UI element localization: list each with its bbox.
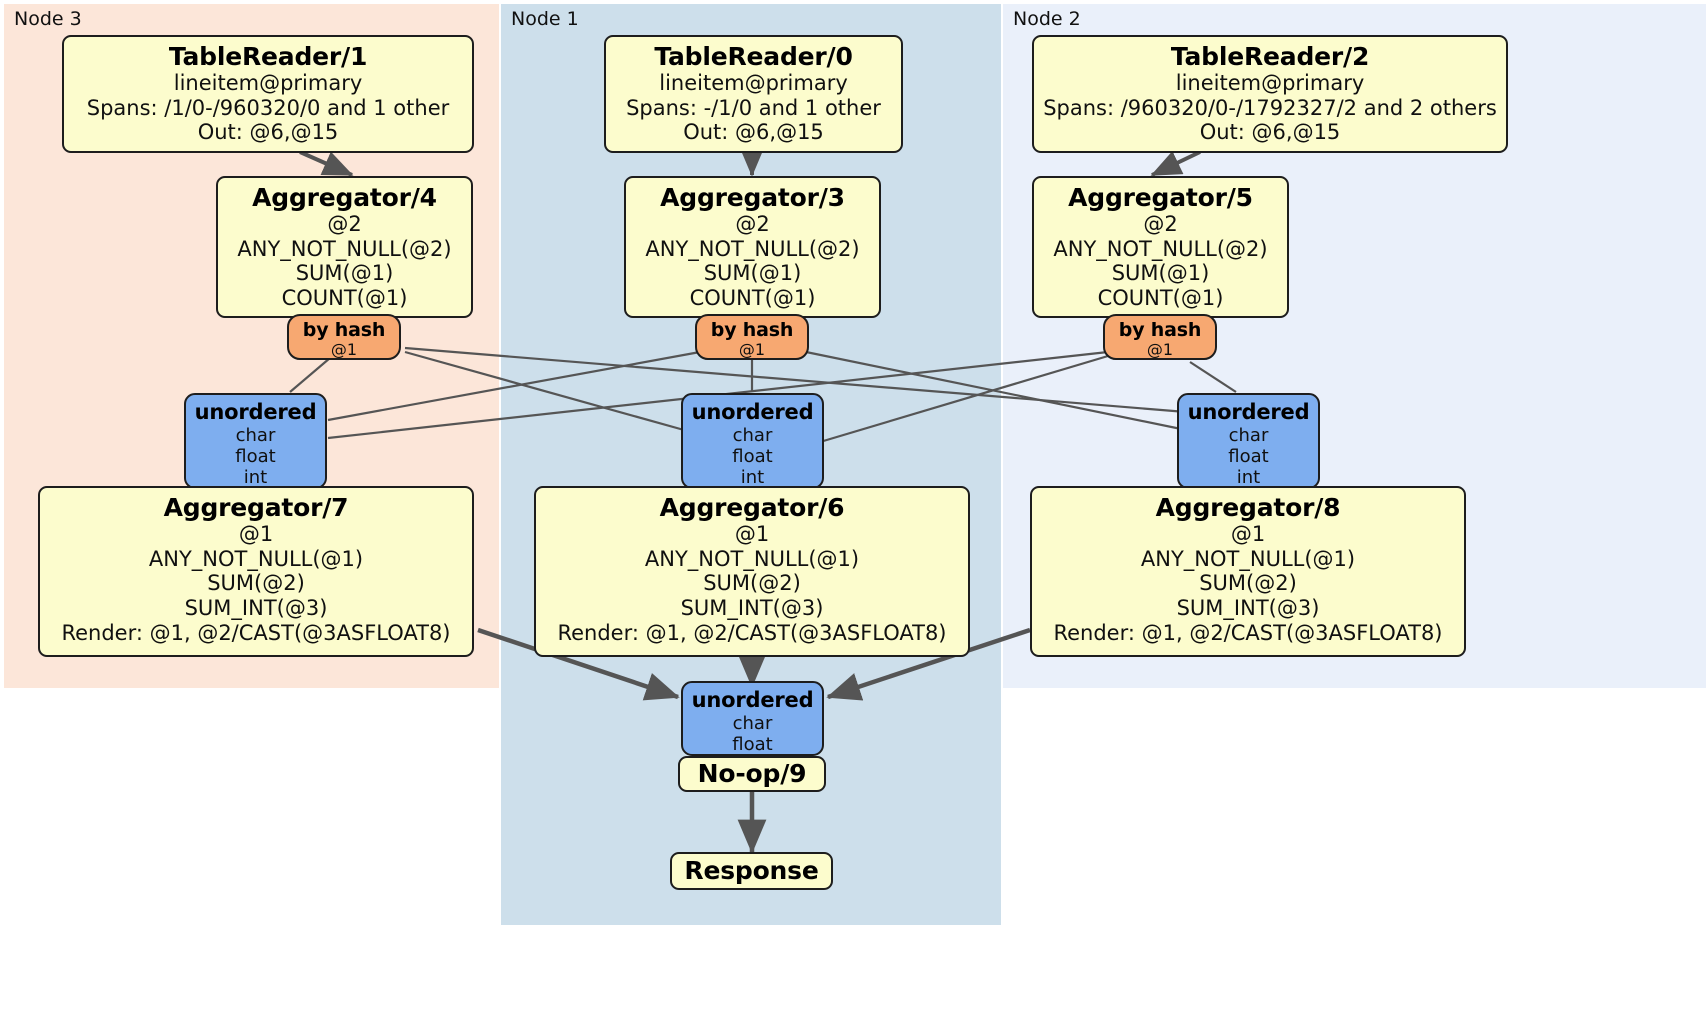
processor-line: SUM_INT(@3): [1176, 595, 1320, 620]
processor-title: TableReader/1: [168, 42, 368, 71]
stream-unordered-right[interactable]: unordered char float int: [1177, 393, 1320, 489]
processor-title: Aggregator/7: [163, 493, 349, 522]
router-title: by hash: [302, 319, 386, 341]
processor-line: Spans: -/1/0 and 1 other: [626, 95, 881, 120]
router-line: @1: [738, 340, 766, 360]
processor-aggregator-8[interactable]: Aggregator/8 @1 ANY_NOT_NULL(@1) SUM(@2)…: [1030, 486, 1466, 657]
stream-line: float: [732, 445, 773, 467]
processor-title: TableReader/2: [1170, 42, 1370, 71]
processor-line: lineitem@primary: [173, 71, 363, 96]
stream-line: char: [732, 424, 773, 446]
processor-line: SUM(@1): [703, 261, 802, 286]
processor-table-reader-1[interactable]: TableReader/1 lineitem@primary Spans: /1…: [62, 35, 474, 153]
processor-line: SUM_INT(@3): [680, 595, 824, 620]
stream-line: float: [732, 733, 773, 755]
processor-line: COUNT(@1): [1097, 285, 1224, 310]
router-line: @1: [330, 340, 358, 360]
stream-title: unordered: [1187, 400, 1310, 424]
processor-aggregator-3[interactable]: Aggregator/3 @2 ANY_NOT_NULL(@2) SUM(@1)…: [624, 176, 881, 318]
stream-line: int: [243, 466, 268, 488]
processor-line: lineitem@primary: [659, 71, 848, 96]
processor-line: Spans: /960320/0-/1792327/2 and 2 others: [1043, 95, 1497, 120]
processor-aggregator-5[interactable]: Aggregator/5 @2 ANY_NOT_NULL(@2) SUM(@1)…: [1032, 176, 1289, 318]
node-panel-label-node1: Node 1: [511, 8, 579, 30]
processor-line: SUM(@2): [207, 571, 305, 596]
stream-title: unordered: [194, 400, 317, 424]
processor-title: Aggregator/8: [1155, 493, 1341, 522]
processor-title: No-op/9: [697, 759, 807, 789]
stream-line: int: [740, 466, 765, 488]
stream-line: int: [1236, 466, 1261, 488]
router-by-hash-right[interactable]: by hash @1: [1103, 314, 1217, 360]
processor-title: Aggregator/3: [660, 183, 845, 212]
router-by-hash-left[interactable]: by hash @1: [287, 314, 401, 360]
stream-title: unordered: [691, 688, 814, 712]
node-panel-label-node2: Node 2: [1013, 8, 1081, 30]
stream-line: char: [732, 712, 773, 734]
stream-line: char: [235, 424, 276, 446]
processor-response[interactable]: Response: [670, 852, 833, 890]
router-line: @1: [1146, 340, 1174, 360]
router-by-hash-center[interactable]: by hash @1: [695, 314, 809, 360]
node-panel-label-node3: Node 3: [14, 8, 82, 30]
processor-line: @1: [734, 522, 770, 547]
processor-line: Spans: /1/0-/960320/0 and 1 other: [86, 95, 450, 120]
processor-line: SUM_INT(@3): [184, 595, 328, 620]
processor-title: Aggregator/4: [252, 183, 437, 212]
processor-noop-9[interactable]: No-op/9: [678, 756, 826, 792]
processor-line: ANY_NOT_NULL(@1): [644, 546, 860, 571]
stream-line: float: [235, 445, 276, 467]
stream-title: unordered: [691, 400, 814, 424]
processor-line: SUM(@2): [1199, 571, 1297, 596]
processor-line: ANY_NOT_NULL(@2): [645, 236, 860, 261]
processor-line: Out: @6,@15: [1199, 120, 1341, 145]
processor-line: Out: @6,@15: [683, 120, 824, 145]
router-title: by hash: [710, 319, 794, 341]
processor-line: @2: [735, 212, 770, 237]
processor-title: Aggregator/6: [659, 493, 845, 522]
processor-aggregator-6[interactable]: Aggregator/6 @1 ANY_NOT_NULL(@1) SUM(@2)…: [534, 486, 970, 657]
processor-line: @1: [238, 522, 274, 547]
processor-line: SUM(@1): [295, 261, 394, 286]
processor-line: COUNT(@1): [689, 285, 816, 310]
processor-line: @1: [1230, 522, 1266, 547]
processor-line: ANY_NOT_NULL(@1): [148, 546, 364, 571]
processor-line: Render: @1, @2/CAST(@3ASFLOAT8): [557, 620, 947, 645]
processor-line: SUM(@1): [1111, 261, 1210, 286]
processor-line: ANY_NOT_NULL(@1): [1140, 546, 1356, 571]
processor-line: @2: [327, 212, 362, 237]
router-title: by hash: [1118, 319, 1202, 341]
processor-line: lineitem@primary: [1175, 71, 1365, 96]
processor-line: @2: [1143, 212, 1178, 237]
processor-aggregator-4[interactable]: Aggregator/4 @2 ANY_NOT_NULL(@2) SUM(@1)…: [216, 176, 473, 318]
processor-line: SUM(@2): [703, 571, 801, 596]
processor-line: COUNT(@1): [281, 285, 408, 310]
processor-line: Out: @6,@15: [197, 120, 339, 145]
processor-line: Render: @1, @2/CAST(@3ASFLOAT8): [1053, 620, 1443, 645]
stream-unordered-left[interactable]: unordered char float int: [184, 393, 327, 489]
processor-line: ANY_NOT_NULL(@2): [237, 236, 452, 261]
processor-aggregator-7[interactable]: Aggregator/7 @1 ANY_NOT_NULL(@1) SUM(@2)…: [38, 486, 474, 657]
processor-line: Render: @1, @2/CAST(@3ASFLOAT8): [61, 620, 451, 645]
processor-table-reader-0[interactable]: TableReader/0 lineitem@primary Spans: -/…: [604, 35, 903, 153]
processor-title: Response: [684, 856, 819, 886]
processor-title: Aggregator/5: [1068, 183, 1253, 212]
processor-line: ANY_NOT_NULL(@2): [1053, 236, 1268, 261]
stream-unordered-center[interactable]: unordered char float int: [681, 393, 824, 489]
stream-unordered-final[interactable]: unordered char float: [681, 681, 824, 756]
stream-line: char: [1228, 424, 1269, 446]
processor-table-reader-2[interactable]: TableReader/2 lineitem@primary Spans: /9…: [1032, 35, 1508, 153]
processor-title: TableReader/0: [654, 42, 853, 71]
stream-line: float: [1228, 445, 1269, 467]
